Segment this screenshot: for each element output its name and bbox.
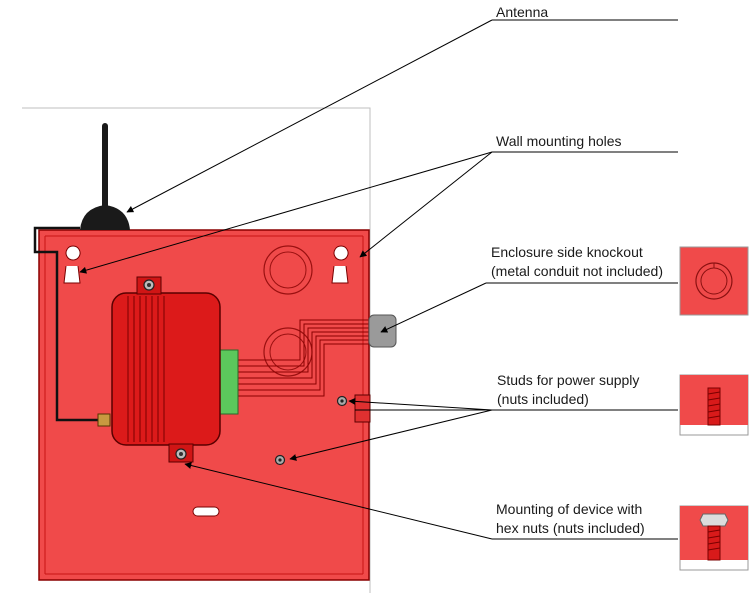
terminal-block (217, 349, 239, 415)
callout-side-knockout-line1: Enclosure side knockout (491, 244, 643, 260)
device-mount-tab-top (136, 276, 162, 295)
leader-lines (79, 19, 678, 540)
device-body (111, 292, 221, 446)
antenna (80, 123, 130, 230)
panel-knockout-upper (263, 245, 313, 295)
wall-mounting-hole-right (331, 245, 349, 284)
callout-wall-mounting-holes-text: Wall mounting holes (496, 133, 622, 149)
detail-inset-hex-nut (679, 505, 749, 571)
device-mount-tab-bottom (168, 443, 194, 463)
callout-side-knockout-line2: (metal conduit not included) (491, 263, 663, 279)
detail-inset-knockout (679, 246, 749, 316)
power-supply-stud-lower (274, 454, 286, 466)
callout-device-mounting-line1: Mounting of device with (496, 501, 643, 517)
ribbon-cable (238, 319, 372, 397)
bottom-slot (192, 506, 220, 517)
detail-inset-stud (679, 374, 749, 436)
callout-antenna-text: Antenna (496, 4, 549, 20)
antenna-cable (33, 226, 100, 422)
callout-device-mounting-line2: hex nuts (nuts included) (496, 520, 645, 536)
callout-wall-mounting-holes: Wall mounting holes (496, 132, 622, 151)
callout-power-supply-studs: Studs for power supply (nuts included) (497, 371, 639, 409)
wall-mounting-hole-left (63, 245, 81, 284)
callout-power-supply-studs-line1: Studs for power supply (497, 372, 640, 388)
callout-power-supply-studs-line2: (nuts included) (497, 391, 589, 407)
antenna-connector (97, 413, 111, 427)
callout-side-knockout: Enclosure side knockout (metal conduit n… (491, 243, 663, 281)
callout-device-mounting: Mounting of device with hex nuts (nuts i… (496, 500, 645, 538)
callout-antenna: Antenna (496, 3, 548, 22)
